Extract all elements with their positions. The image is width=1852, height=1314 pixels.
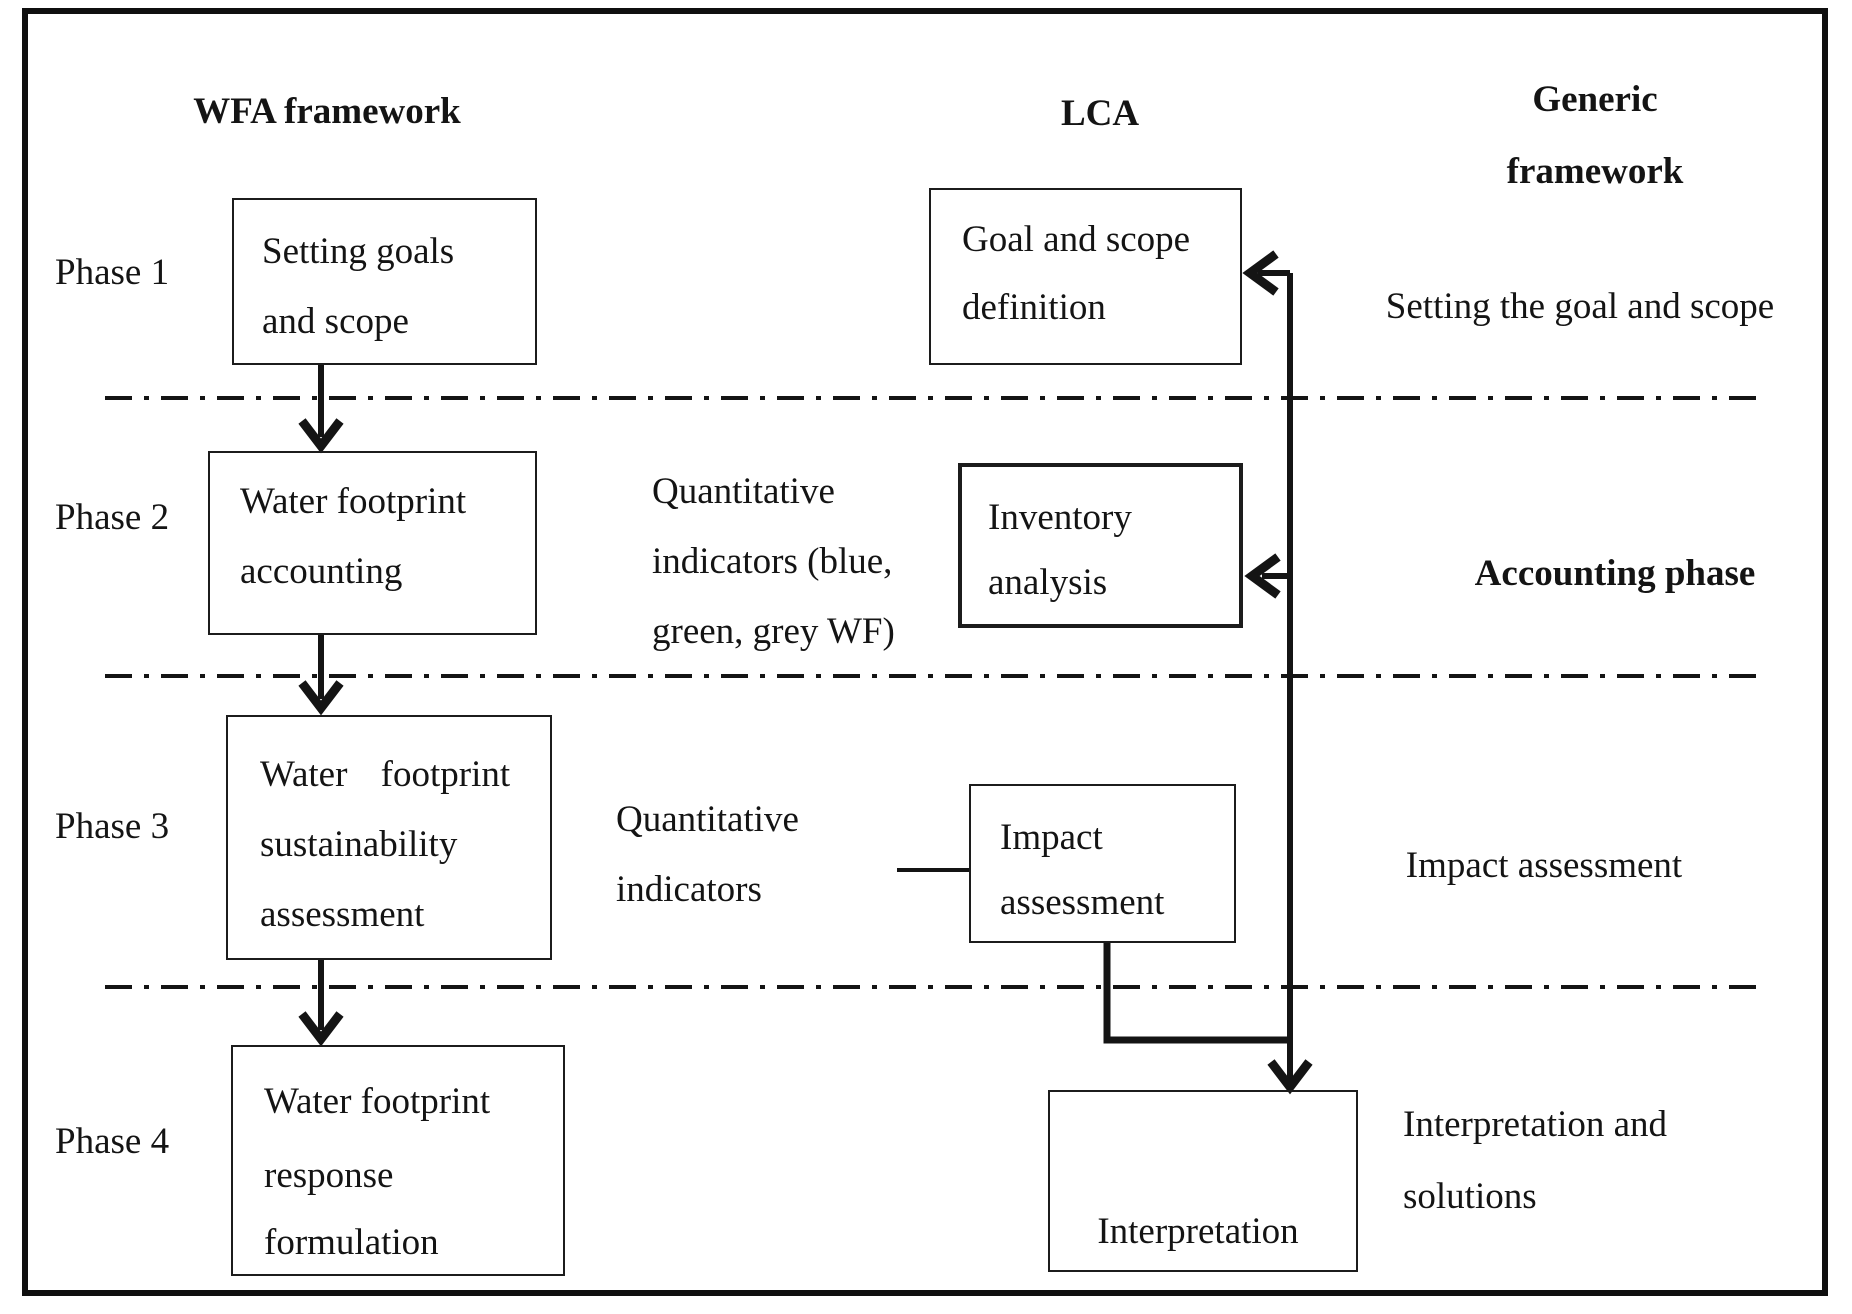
lca-box-goal-scope bbox=[929, 188, 1242, 365]
lca-box-interpretation bbox=[1048, 1090, 1358, 1272]
generic-phase4-line2: solutions bbox=[1403, 1176, 1537, 1217]
phase-1-label: Phase 1 bbox=[55, 252, 170, 293]
header-generic-line2: framework bbox=[1506, 151, 1684, 192]
lca-box-impact bbox=[969, 784, 1236, 943]
arrow-feedback-to-inventory bbox=[1244, 553, 1290, 599]
generic-phase3-label: Impact assessment bbox=[1405, 845, 1683, 886]
wfa-box4-line3: formulation bbox=[264, 1222, 439, 1263]
wfa-box1-line2: and scope bbox=[262, 301, 409, 342]
connector-impact-to-feedback bbox=[1103, 943, 1287, 1044]
lca-impact-line1: Impact bbox=[1000, 817, 1103, 858]
arrow-box3-to-box4 bbox=[298, 960, 344, 1047]
wfa-box-sustainability bbox=[226, 715, 552, 960]
phase3-indicators-line1: Quantitative bbox=[616, 799, 799, 840]
lca-box-inventory bbox=[958, 463, 1243, 628]
generic-phase4-line1: Interpretation and bbox=[1403, 1104, 1668, 1145]
lca-impact-line2: assessment bbox=[1000, 882, 1165, 923]
wfa-box4-line2: response bbox=[264, 1155, 394, 1196]
wfa-box-response bbox=[231, 1045, 565, 1276]
lca-inventory-line2: analysis bbox=[988, 562, 1108, 603]
wfa-box1-line1: Setting goals bbox=[262, 231, 455, 272]
phase2-indicators-line2: indicators (blue, bbox=[652, 541, 893, 582]
wfa-box-accounting bbox=[208, 451, 537, 635]
lca-goal-scope-line1: Goal and scope bbox=[962, 219, 1191, 260]
header-generic-line1: Generic bbox=[1532, 79, 1658, 120]
wfa-box3-line1: Water footprint bbox=[260, 754, 511, 795]
header-lca: LCA bbox=[1060, 93, 1140, 134]
wfa-box2-line2: accounting bbox=[240, 551, 403, 592]
outer-border bbox=[22, 8, 1828, 1296]
arrow-feedback-to-interpretation bbox=[1267, 1059, 1313, 1095]
phase3-indicators-line2: indicators bbox=[616, 869, 762, 910]
wfa-box3-line2: sustainability bbox=[260, 824, 458, 865]
wfa-box-setting-goals bbox=[232, 198, 537, 365]
lca-goal-scope-line2: definition bbox=[962, 287, 1106, 328]
lca-inventory-line1: Inventory bbox=[988, 497, 1132, 538]
arrow-box2-to-box3 bbox=[298, 635, 344, 716]
phase2-indicators-line1: Quantitative bbox=[652, 471, 835, 512]
header-wfa-framework: WFA framework bbox=[193, 91, 461, 132]
generic-phase2-label: Accounting phase bbox=[1474, 553, 1756, 594]
wfa-box2-line1: Water footprint bbox=[240, 481, 467, 522]
phase-2-label: Phase 2 bbox=[55, 497, 170, 538]
wfa-box3-line3: assessment bbox=[260, 894, 425, 935]
lca-interpretation-line1: Interpretation bbox=[1097, 1211, 1299, 1252]
generic-phase1-label: Setting the goal and scope bbox=[1385, 286, 1775, 327]
phase-3-label: Phase 3 bbox=[55, 806, 170, 847]
arrow-box1-to-box2 bbox=[298, 365, 344, 454]
phase-4-label: Phase 4 bbox=[55, 1121, 170, 1162]
phase2-indicators-line3: green, grey WF) bbox=[652, 611, 895, 652]
wfa-box4-line1: Water footprint bbox=[264, 1081, 491, 1122]
arrow-feedback-to-goal-scope bbox=[1242, 250, 1290, 296]
